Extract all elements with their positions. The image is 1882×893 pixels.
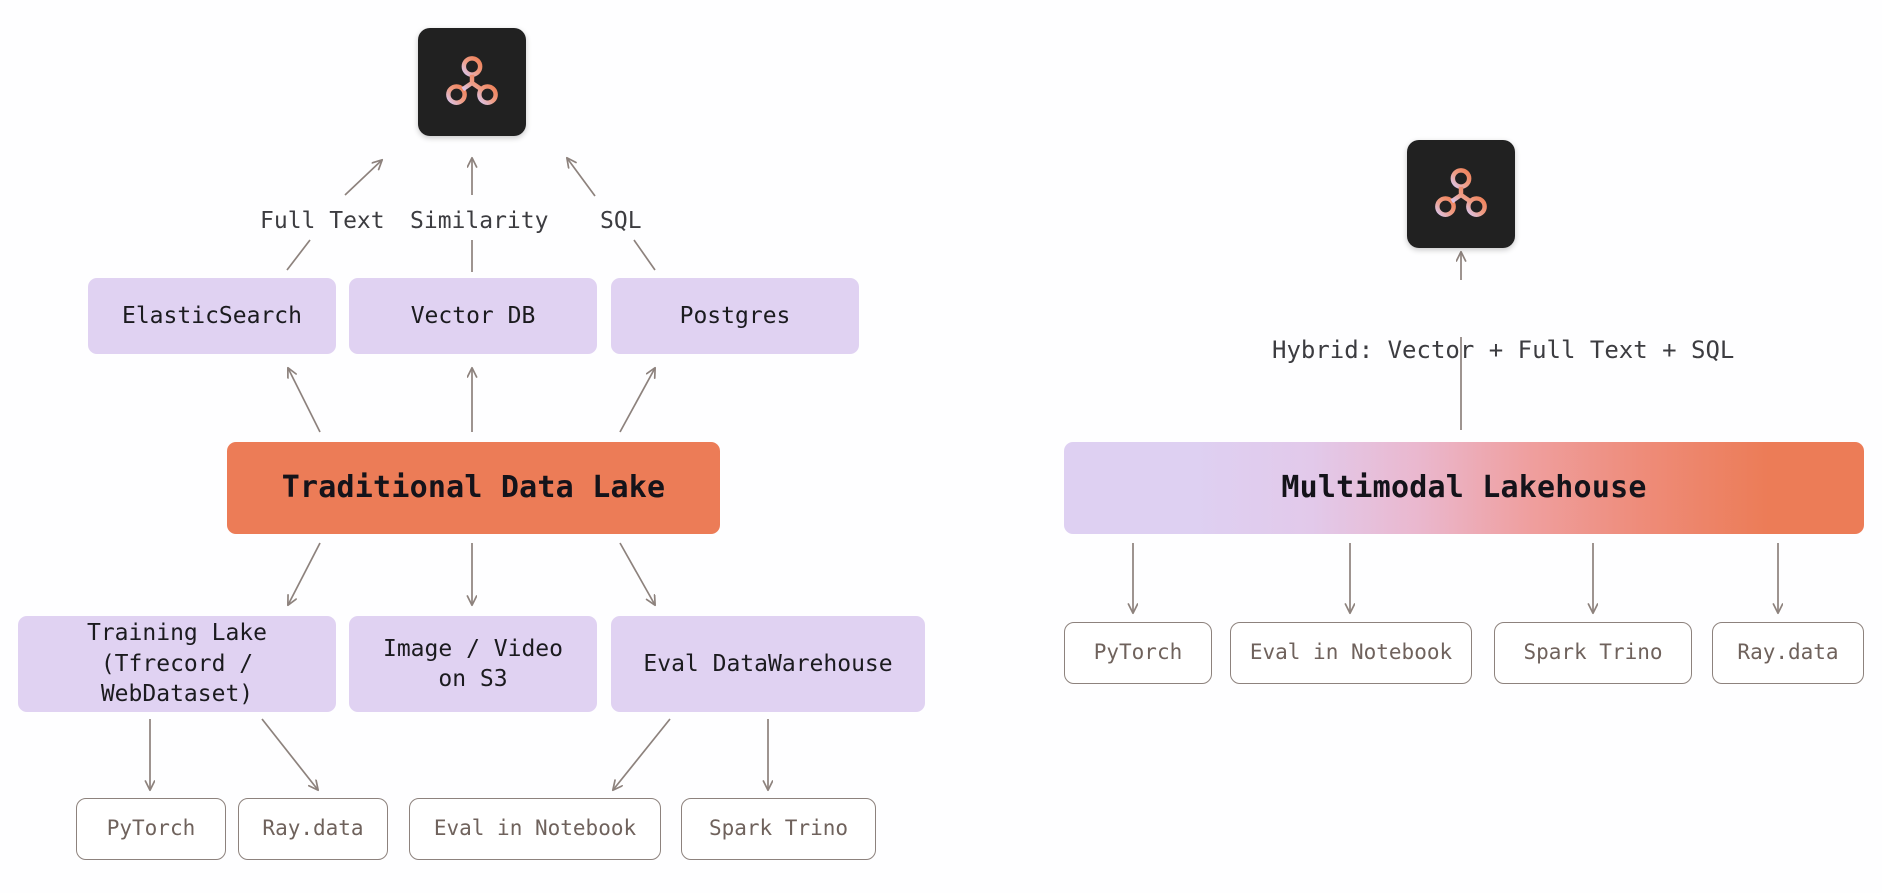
left-lakehouse-logo-tile (418, 28, 526, 136)
arrow-evaldw-to-notebook (613, 718, 671, 790)
arrow-core-to-eval-dw (619, 542, 655, 605)
consumer-box-right-pytorch[interactable]: PyTorch (1064, 622, 1212, 684)
core-box-multimodal-lakehouse[interactable]: Multimodal Lakehouse (1064, 442, 1864, 534)
query-label-hybrid: Hybrid: Vector + Full Text + SQL (1272, 336, 1734, 364)
query-label-hybrid-text: Hybrid: Vector + Full Text + SQL (1272, 336, 1735, 364)
lakehouse-logo (446, 56, 498, 105)
consumer-box-left-spark-trino-label: Spark Trino (708, 816, 849, 841)
store-box-image-video-s3-line1: Image / Video (382, 635, 563, 662)
query-label-full-text-text: Full Text (260, 208, 385, 234)
core-box-traditional-data-lake-label: Traditional Data Lake (281, 470, 666, 506)
consumer-box-right-eval-notebook-label: Eval in Notebook (1249, 640, 1453, 665)
engine-box-vector-db[interactable]: Vector DB (349, 278, 597, 354)
store-box-training-lake-line1: Training Lake (86, 620, 267, 647)
consumer-box-left-spark-trino[interactable]: Spark Trino (681, 798, 876, 860)
arrow-training-to-ray (261, 718, 318, 790)
arrow-fulltext-to-logo (344, 160, 382, 196)
store-box-training-lake[interactable]: Training Lake (Tfrecord / WebDataset) (18, 616, 336, 712)
lakehouse-logo (1435, 168, 1487, 217)
store-box-eval-datawarehouse[interactable]: Eval DataWarehouse (611, 616, 925, 712)
consumer-box-right-pytorch-label: PyTorch (1093, 640, 1183, 665)
consumer-box-left-pytorch-label: PyTorch (106, 816, 196, 841)
store-box-eval-datawarehouse-label: Eval DataWarehouse (643, 650, 893, 677)
query-label-full-text: Full Text (260, 208, 385, 234)
arrow-core-to-training-lake (288, 542, 321, 605)
consumer-box-right-spark-trino[interactable]: Spark Trino (1494, 622, 1692, 684)
engine-box-postgres-label: Postgres (679, 302, 791, 329)
query-label-similarity-text: Similarity (410, 208, 549, 234)
consumer-box-right-ray-data[interactable]: Ray.data (1712, 622, 1864, 684)
store-box-training-lake-line2: (Tfrecord / WebDataset) (100, 650, 254, 708)
consumer-box-left-eval-notebook-label: Eval in Notebook (433, 816, 637, 841)
consumer-box-right-ray-data-label: Ray.data (1737, 640, 1839, 665)
core-box-traditional-data-lake[interactable]: Traditional Data Lake (227, 442, 720, 534)
consumer-box-right-spark-trino-label: Spark Trino (1523, 640, 1663, 665)
query-label-sql: SQL (600, 208, 642, 234)
consumer-box-left-ray-data-label: Ray.data (262, 816, 364, 841)
core-box-multimodal-lakehouse-label: Multimodal Lakehouse (1281, 470, 1647, 506)
engine-box-postgres[interactable]: Postgres (611, 278, 859, 354)
consumer-box-left-pytorch[interactable]: PyTorch (76, 798, 226, 860)
engine-box-elasticsearch-label: ElasticSearch (121, 302, 302, 329)
consumer-box-right-eval-notebook[interactable]: Eval in Notebook (1230, 622, 1472, 684)
query-label-sql-text: SQL (600, 208, 642, 234)
arrow-postgres-to-label (633, 239, 656, 271)
engine-box-elasticsearch[interactable]: ElasticSearch (88, 278, 336, 354)
store-box-image-video-s3-line2: on S3 (438, 666, 508, 692)
consumer-box-left-eval-notebook[interactable]: Eval in Notebook (409, 798, 661, 860)
query-label-similarity: Similarity (410, 208, 548, 234)
arrow-core-to-postgres (619, 368, 655, 433)
arrow-core-to-elastic (288, 368, 321, 433)
arrow-elastic-to-label (286, 239, 311, 271)
arrow-sql-to-logo (567, 158, 596, 197)
store-box-image-video-s3[interactable]: Image / Video on S3 (349, 616, 597, 712)
consumer-box-left-ray-data[interactable]: Ray.data (238, 798, 388, 860)
right-lakehouse-logo-tile (1407, 140, 1515, 248)
engine-box-vector-db-label: Vector DB (410, 302, 536, 329)
